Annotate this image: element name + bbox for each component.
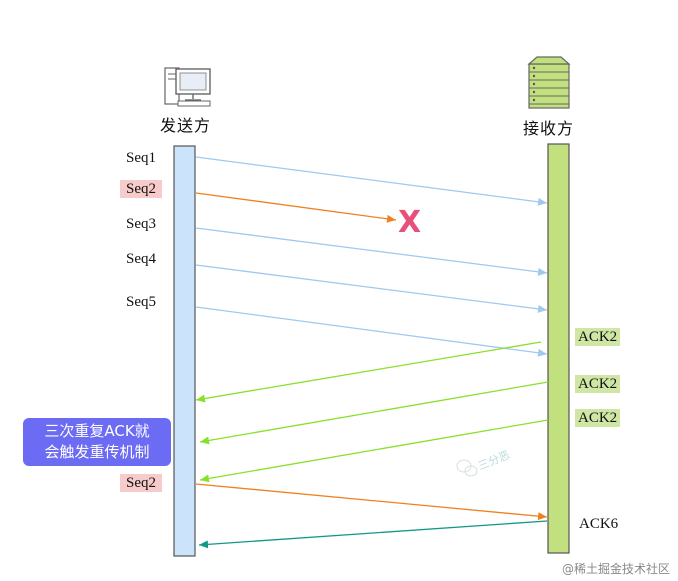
receiver-title: 接收方 bbox=[523, 121, 575, 138]
note-line-2: 会触发重传机制 bbox=[44, 443, 150, 461]
retransmit-note: 三次重复ACK就 会触发重传机制 bbox=[23, 418, 171, 466]
seq1-arrow bbox=[195, 156, 548, 206]
seq3-label: Seq3 bbox=[126, 216, 156, 232]
ack2-arrow-3 bbox=[199, 419, 549, 483]
loss-x-mark: X bbox=[398, 205, 421, 240]
seq2-label: Seq2 bbox=[120, 180, 162, 198]
seq2-retransmit-arrow bbox=[195, 483, 548, 521]
ack6-label: ACK6 bbox=[579, 516, 619, 532]
center-watermark-text: 三分恶 bbox=[476, 448, 511, 472]
wechat-watermark-icon bbox=[456, 459, 478, 477]
receiver-lifeline bbox=[547, 143, 570, 554]
sender-lifeline bbox=[173, 145, 196, 557]
seq4-label: Seq4 bbox=[126, 251, 156, 267]
ack2-arrow-2 bbox=[199, 381, 549, 445]
seq5-label: Seq5 bbox=[126, 294, 156, 310]
seq3-arrow bbox=[195, 227, 548, 276]
computer-icon bbox=[164, 67, 211, 107]
ack2-label-2: ACK2 bbox=[575, 375, 621, 393]
seq2-retransmit-label: Seq2 bbox=[120, 474, 162, 492]
seq4-arrow bbox=[195, 264, 548, 313]
server-icon bbox=[527, 56, 571, 109]
seq2-lost-arrow bbox=[195, 192, 397, 223]
watermark: @稀土掘金技术社区 bbox=[561, 562, 670, 576]
ack2-arrow-1 bbox=[195, 341, 542, 403]
sender-title: 发送方 bbox=[160, 118, 212, 135]
ack2-label-3: ACK2 bbox=[575, 409, 621, 427]
note-line-1: 三次重复ACK就 bbox=[44, 422, 150, 440]
seq5-arrow bbox=[195, 306, 548, 357]
ack2-label-1: ACK2 bbox=[575, 328, 621, 346]
seq1-label: Seq1 bbox=[126, 150, 156, 166]
ack6-arrow bbox=[198, 520, 548, 549]
